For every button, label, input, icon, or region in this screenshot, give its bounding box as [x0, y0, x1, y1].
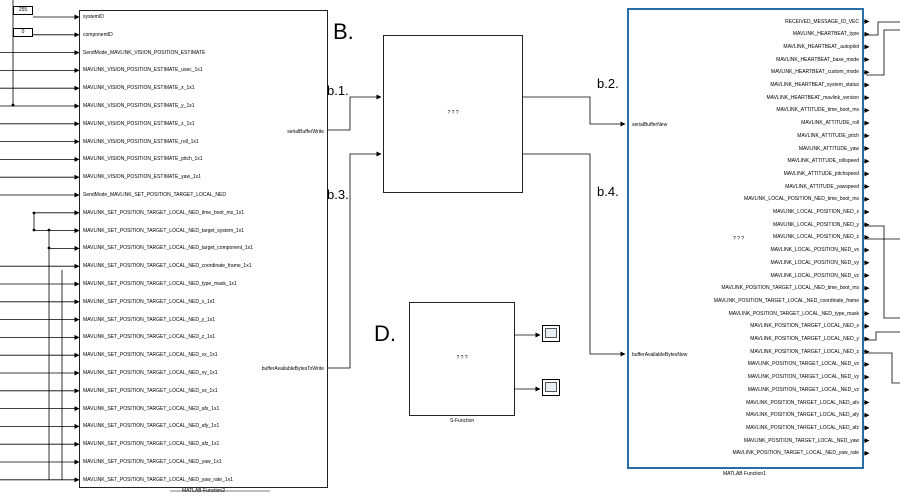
output-port: MAVLINK_HEARTBEAT_autopilot [783, 43, 859, 50]
output-wire [866, 331, 900, 341]
output-port: MAVLINK_POSITION_TARGET_LOCAL_NED_x [750, 323, 859, 330]
constant-255-block[interactable]: 255 [13, 6, 33, 15]
matlab-function1-title: MATLAB Function1 [723, 471, 766, 477]
scope-screen-icon [545, 328, 557, 338]
s-function-block[interactable]: ? ? ? [409, 302, 515, 416]
input-port-buffer-available-bytes-new: bufferAvailableBytesNew [632, 352, 688, 358]
label-b3: b.3. [327, 187, 349, 202]
output-port: MAVLINK_HEARTBEAT_custom_mode [770, 69, 859, 76]
input-port: MAVLINK_VISION_POSITION_ESTIMATE_pitch_1… [83, 156, 203, 163]
input-port: MAVLINK_SET_POSITION_TARGET_LOCAL_NED_ya… [83, 476, 233, 483]
output-port: MAVLINK_ATTITUDE_yaw [798, 145, 859, 152]
input-port: MAVLINK_SET_POSITION_TARGET_LOCAL_NED_ta… [83, 227, 244, 234]
output-port: MAVLINK_LOCAL_POSITION_NED_x [772, 209, 859, 215]
input-port: MAVLINK_VISION_POSITION_ESTIMATE_yaw_1x1 [83, 174, 201, 181]
input-port: MAVLINK_VISION_POSITION_ESTIMATE_roll_1x… [83, 138, 199, 145]
output-port: MAVLINK_HEARTBEAT_system_status [770, 82, 859, 88]
constant-value: 0 [21, 29, 25, 35]
label-d: D. [374, 321, 396, 346]
output-port: MAVLINK_POSITION_TARGET_LOCAL_NED_afy [746, 412, 859, 419]
output-port: MAVLINK_ATTITUDE_time_boot_ms [776, 107, 859, 114]
output-port: MAVLINK_POSITION_TARGET_LOCAL_NED_time_b… [721, 285, 859, 292]
input-port: MAVLINK_SET_POSITION_TARGET_LOCAL_NED_z_… [83, 334, 216, 341]
output-port: MAVLINK_HEARTBEAT_base_mode [776, 56, 859, 63]
input-port-serial-buffer-new: serialBufferNew [632, 122, 668, 128]
scope-screen-icon [545, 382, 557, 392]
input-port: SendMode_MAVLINK_SET_POSITION_TARGET_LOC… [83, 192, 226, 198]
output-port: MAVLINK_POSITION_TARGET_LOCAL_NED_afx [746, 399, 859, 406]
output-port: RECEIVED_MESSAGE_ID_VEC [785, 18, 859, 25]
output-port: MAVLINK_POSITION_TARGET_LOCAL_NED_yaw [743, 437, 859, 444]
input-port: MAVLINK_SET_POSITION_TARGET_LOCAL_NED_ty… [83, 281, 237, 287]
output-wire [866, 21, 900, 36]
input-port: MAVLINK_SET_POSITION_TARGET_LOCAL_NED_af… [83, 423, 220, 430]
label-b1: b.1. [327, 83, 349, 98]
input-port: MAVLINK_SET_POSITION_TARGET_LOCAL_NED_vz… [83, 387, 218, 394]
input-port: MAVLINK_SET_POSITION_TARGET_LOCAL_NED_vy… [83, 370, 218, 376]
output-port: MAVLINK_LOCAL_POSITION_NED_z [772, 234, 859, 241]
output-port: MAVLINK_POSITION_TARGET_LOCAL_NED_y [750, 336, 859, 342]
input-port: MAVLINK_VISION_POSITION_ESTIMATE_x_1x1 [83, 85, 195, 92]
output-port: MAVLINK_HEARTBEAT_type [792, 31, 859, 38]
output-port: MAVLINK_ATTITUDE_roll [801, 120, 859, 127]
matlab-function2-block[interactable]: systemID componentID SendMode_MAVLINK_VISI… [79, 10, 328, 488]
output-port: MAVLINK_ATTITUDE_yawspeed [785, 183, 859, 190]
constant-value: 255 [18, 7, 28, 13]
input-port: MAVLINK_SET_POSITION_TARGET_LOCAL_NED_vx… [83, 352, 218, 359]
matlab-function2-title: MATLAB Function2 [182, 488, 225, 494]
output-port: MAVLINK_ATTITUDE_pitch [797, 132, 859, 139]
output-port: MAVLINK_LOCAL_POSITION_NED_vz [770, 272, 859, 279]
output-port: MAVLINK_LOCAL_POSITION_NED_vx [770, 247, 859, 254]
output-wire [866, 352, 900, 384]
output-port: MAVLINK_LOCAL_POSITION_NED_y [772, 221, 859, 228]
output-port: MAVLINK_POSITION_TARGET_LOCAL_NED_type_m… [728, 310, 859, 317]
output-port: MAVLINK_POSITION_TARGET_LOCAL_NED_coordi… [713, 297, 859, 304]
input-port: SendMode_MAVLINK_VISION_POSITION_ESTIMAT… [83, 49, 206, 56]
function1-placeholder: ? ? ? [733, 236, 745, 242]
scope-1-block[interactable] [542, 325, 560, 342]
input-port: MAVLINK_SET_POSITION_TARGET_LOCAL_NED_y_… [83, 316, 216, 323]
output-port: MAVLINK_LOCAL_POSITION_NED_time_boot_ms [744, 196, 859, 203]
input-port: systemID [83, 14, 104, 20]
label-b4: b.4. [597, 184, 619, 199]
output-port: MAVLINK_LOCAL_POSITION_NED_vy [770, 259, 859, 266]
input-port: MAVLINK_SET_POSITION_TARGET_LOCAL_NED_ta… [83, 245, 253, 252]
input-port: MAVLINK_SET_POSITION_TARGET_LOCAL_NED_ti… [83, 209, 244, 216]
s-function-caption: S-Function [450, 418, 475, 424]
input-port: MAVLINK_VISION_POSITION_ESTIMATE_usec_1x… [83, 67, 203, 74]
block-b-placeholder: ? ? ? [447, 110, 459, 116]
input-port: componentID [83, 31, 113, 38]
unknown-block-b[interactable]: ? ? ? [383, 35, 523, 193]
output-port: MAVLINK_POSITION_TARGET_LOCAL_NED_vx [747, 361, 859, 368]
output-port: MAVLINK_ATTITUDE_rollspeed [787, 158, 859, 165]
output-port: MAVLINK_POSITION_TARGET_LOCAL_NED_vz [747, 386, 859, 393]
input-port: MAVLINK_SET_POSITION_TARGET_LOCAL_NED_x_… [83, 298, 216, 305]
output-port: MAVLINK_POSITION_TARGET_LOCAL_NED_z [750, 348, 859, 355]
input-port: MAVLINK_SET_POSITION_TARGET_LOCAL_NED_co… [83, 263, 252, 270]
s-function-placeholder: ? ? ? [456, 355, 468, 361]
output-port: MAVLINK_POSITION_TARGET_LOCAL_NED_afz [746, 424, 859, 431]
input-port: MAVLINK_SET_POSITION_TARGET_LOCAL_NED_af… [83, 405, 220, 412]
output-port-serial-buffer-write: serialBufferWrite [287, 129, 324, 135]
label-b2: b.2. [597, 76, 619, 91]
input-port: MAVLINK_VISION_POSITION_ESTIMATE_z_1x1 [83, 120, 195, 127]
input-port: MAVLINK_VISION_POSITION_ESTIMATE_y_1x1 [83, 103, 195, 109]
scope-2-block[interactable] [542, 379, 560, 396]
input-port: MAVLINK_SET_POSITION_TARGET_LOCAL_NED_ya… [83, 459, 222, 465]
output-port: MAVLINK_POSITION_TARGET_LOCAL_NED_vy [747, 374, 859, 381]
output-port: MAVLINK_HEARTBEAT_mavlink_version [766, 94, 859, 101]
output-port-buffer-available-bytes-to-write: bufferAvailableBytesToWrite [261, 366, 324, 372]
output-port: MAVLINK_ATTITUDE_pitchspeed [783, 170, 859, 177]
matlab-function1-block[interactable]: serialBufferNew bufferAvailableBytesNew … [627, 8, 864, 469]
output-wire [866, 225, 900, 319]
input-port: MAVLINK_SET_POSITION_TARGET_LOCAL_NED_af… [83, 441, 220, 448]
constant-0-block[interactable]: 0 [13, 28, 33, 37]
label-b: B. [333, 19, 354, 44]
output-port: MAVLINK_POSITION_TARGET_LOCAL_NED_yaw_ra… [732, 450, 859, 457]
output-wire [866, 29, 900, 76]
